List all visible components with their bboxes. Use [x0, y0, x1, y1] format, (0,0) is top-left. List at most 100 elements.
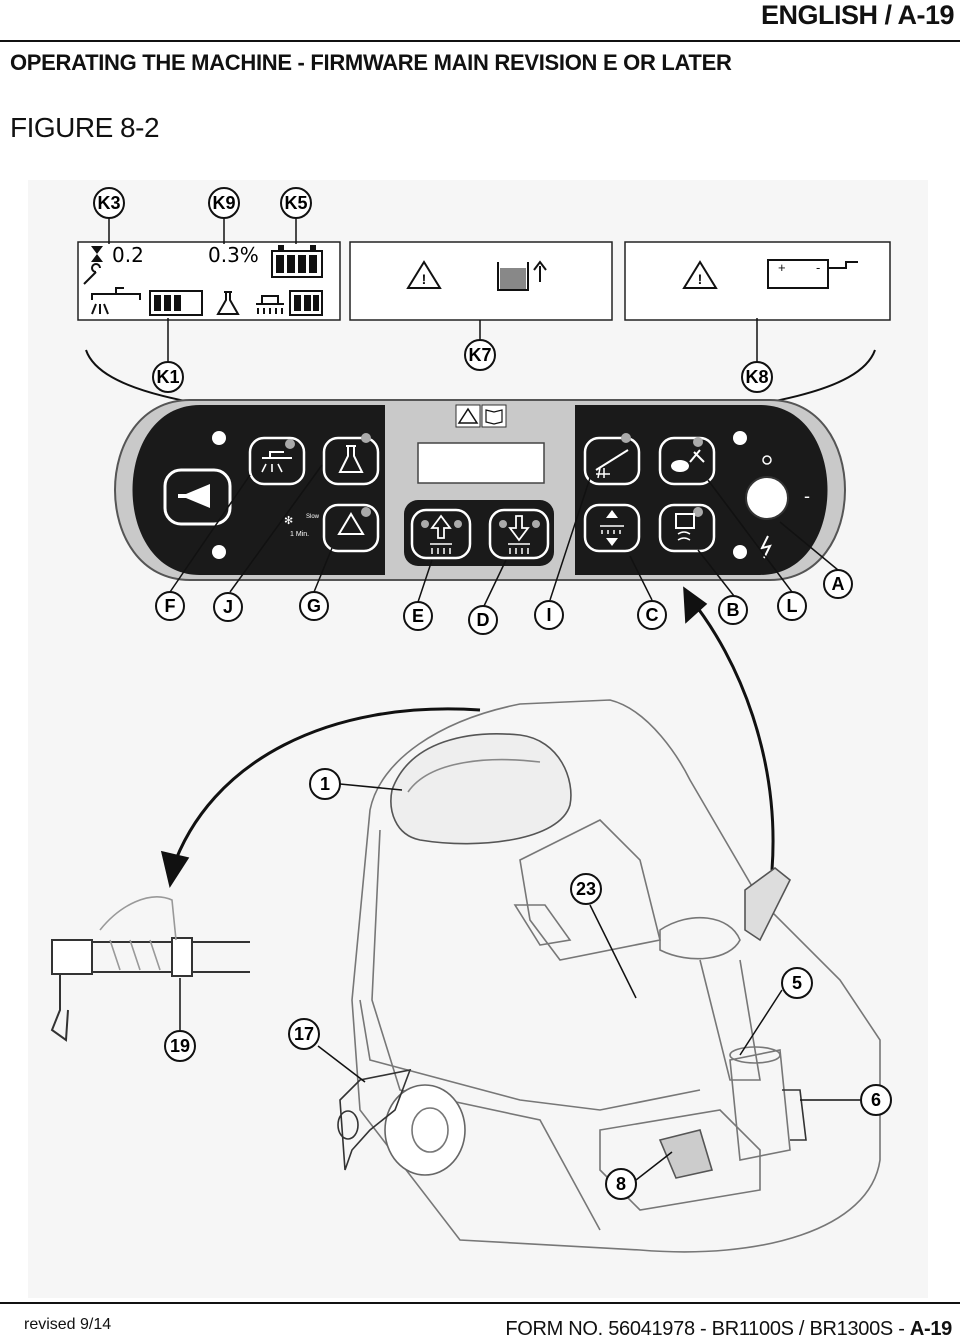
recovery-tank-full-icon [497, 260, 547, 291]
display-screen-k1: 0.2 0.3% [77, 241, 341, 321]
eco-mode-legend: 1 Min. Slow ✻ [284, 514, 320, 538]
eco-mode-button[interactable] [322, 503, 380, 553]
section-title: OPERATING THE MACHINE - FIRMWARE MAIN RE… [10, 50, 732, 75]
svg-text:K9: K9 [212, 193, 235, 213]
horn-icon [178, 484, 210, 508]
brush-deck-down-button[interactable] [488, 508, 550, 560]
callout-g: G [299, 591, 329, 621]
svg-text:E: E [412, 606, 424, 626]
snowflake-icon: ✻ [284, 515, 293, 527]
wrench-icon [83, 263, 101, 285]
callout-k3: K3 [93, 187, 125, 244]
panel-leader-lines [169, 464, 839, 607]
hours-value: 0.2 [112, 243, 144, 267]
panel-leds [212, 431, 772, 559]
callout-i: I [534, 600, 564, 630]
svg-text:8: 8 [616, 1174, 626, 1194]
deck-down-arrow-icon [508, 515, 530, 542]
callout-17: 17 [288, 1018, 320, 1050]
svg-text:17: 17 [294, 1024, 314, 1044]
svg-text:K5: K5 [284, 193, 307, 213]
svg-text:F: F [165, 596, 176, 616]
detergent-button[interactable] [322, 433, 380, 486]
brush-pressure-icon [256, 295, 284, 314]
solution-button[interactable] [248, 436, 306, 486]
battery-charger-icon: + - [767, 259, 858, 289]
machine-leader-lines [179, 783, 860, 1181]
callout-k1: K1 [152, 318, 184, 393]
warning-icon [406, 260, 442, 289]
key-off-mark: - [804, 486, 810, 506]
brush-deck-up-button[interactable] [410, 508, 472, 560]
callout-a: A [823, 569, 853, 599]
svg-text:5: 5 [792, 973, 802, 993]
svg-text:I: I [546, 605, 551, 625]
callout-19: 19 [164, 1030, 196, 1062]
horn-button[interactable] [163, 468, 232, 526]
callout-j: J [213, 592, 243, 622]
pressure-arrows-icon [606, 510, 618, 546]
svg-text:D: D [477, 610, 490, 630]
form-number-text: FORM NO. 56041978 - BR1100S / BR1300S - [505, 1318, 910, 1340]
callout-k7: K7 [464, 320, 496, 371]
squeegee-button[interactable] [583, 433, 641, 486]
callout-c: C [637, 600, 667, 630]
footer-page-number: A-19 [909, 1318, 952, 1340]
power-icon [760, 535, 772, 559]
warning-label-icon [457, 407, 479, 424]
brush-pressure-bars [289, 290, 323, 316]
callout-23: 23 [570, 873, 602, 905]
svg-text:L: L [787, 596, 798, 616]
solution-level-bar [149, 290, 203, 316]
callout-k9: K9 [208, 187, 240, 244]
flask-icon [338, 445, 364, 473]
svg-text:1: 1 [320, 774, 330, 794]
hourglass-icon [91, 246, 103, 262]
callout-f: F [155, 591, 185, 621]
svg-text:!: ! [698, 271, 703, 287]
percent-value: 0.3% [208, 243, 259, 267]
callout-e: E [403, 601, 433, 631]
vacuum-button[interactable] [658, 503, 716, 553]
tap-icon [262, 451, 292, 459]
svg-text:K1: K1 [156, 367, 179, 387]
svg-text:G: G [307, 596, 321, 616]
svg-text:K7: K7 [468, 345, 491, 365]
battery-level-icon [271, 245, 323, 278]
display-screen-k7: ! [349, 241, 613, 321]
key-switch[interactable]: - [745, 476, 810, 559]
callout-5: 5 [781, 967, 813, 999]
svg-text:K8: K8 [745, 367, 768, 387]
solution-tap-icon [91, 287, 141, 315]
svg-text:K3: K3 [97, 193, 120, 213]
svg-text:B: B [727, 600, 740, 620]
slow-speed-button[interactable] [658, 436, 716, 486]
svg-text:23: 23 [576, 879, 596, 899]
callout-k8: K8 [741, 318, 773, 393]
callout-b: B [718, 595, 748, 625]
display-screen-k8: ! + - [624, 241, 891, 321]
brush-pressure-button[interactable] [583, 503, 641, 553]
callout-8: 8 [605, 1168, 637, 1200]
footer-rule [0, 1302, 960, 1304]
timer-text: 1 Min. [290, 531, 309, 538]
detergent-icon [216, 291, 240, 315]
tree-icon [337, 512, 365, 535]
svg-text:-: - [816, 260, 820, 275]
svg-text:6: 6 [871, 1090, 881, 1110]
figure-title: FIGURE 8-2 [10, 112, 160, 143]
deck-up-arrow-icon [430, 514, 452, 539]
callout-1: 1 [309, 768, 341, 800]
svg-text:+: + [778, 260, 786, 275]
svg-text:A: A [832, 574, 845, 594]
svg-text:C: C [646, 605, 659, 625]
vacuum-motor-icon [675, 513, 695, 529]
svg-text:J: J [223, 597, 233, 617]
callout-d: D [468, 605, 498, 635]
figure-8-2-illustration: 0.2 0.3% [50, 187, 892, 1253]
squeegee-icon [595, 449, 629, 471]
page-id: ENGLISH / A-19 [760, 0, 955, 30]
panel-display-window [417, 442, 545, 484]
speed-text: Slow [306, 514, 320, 520]
svg-text:19: 19 [170, 1036, 190, 1056]
